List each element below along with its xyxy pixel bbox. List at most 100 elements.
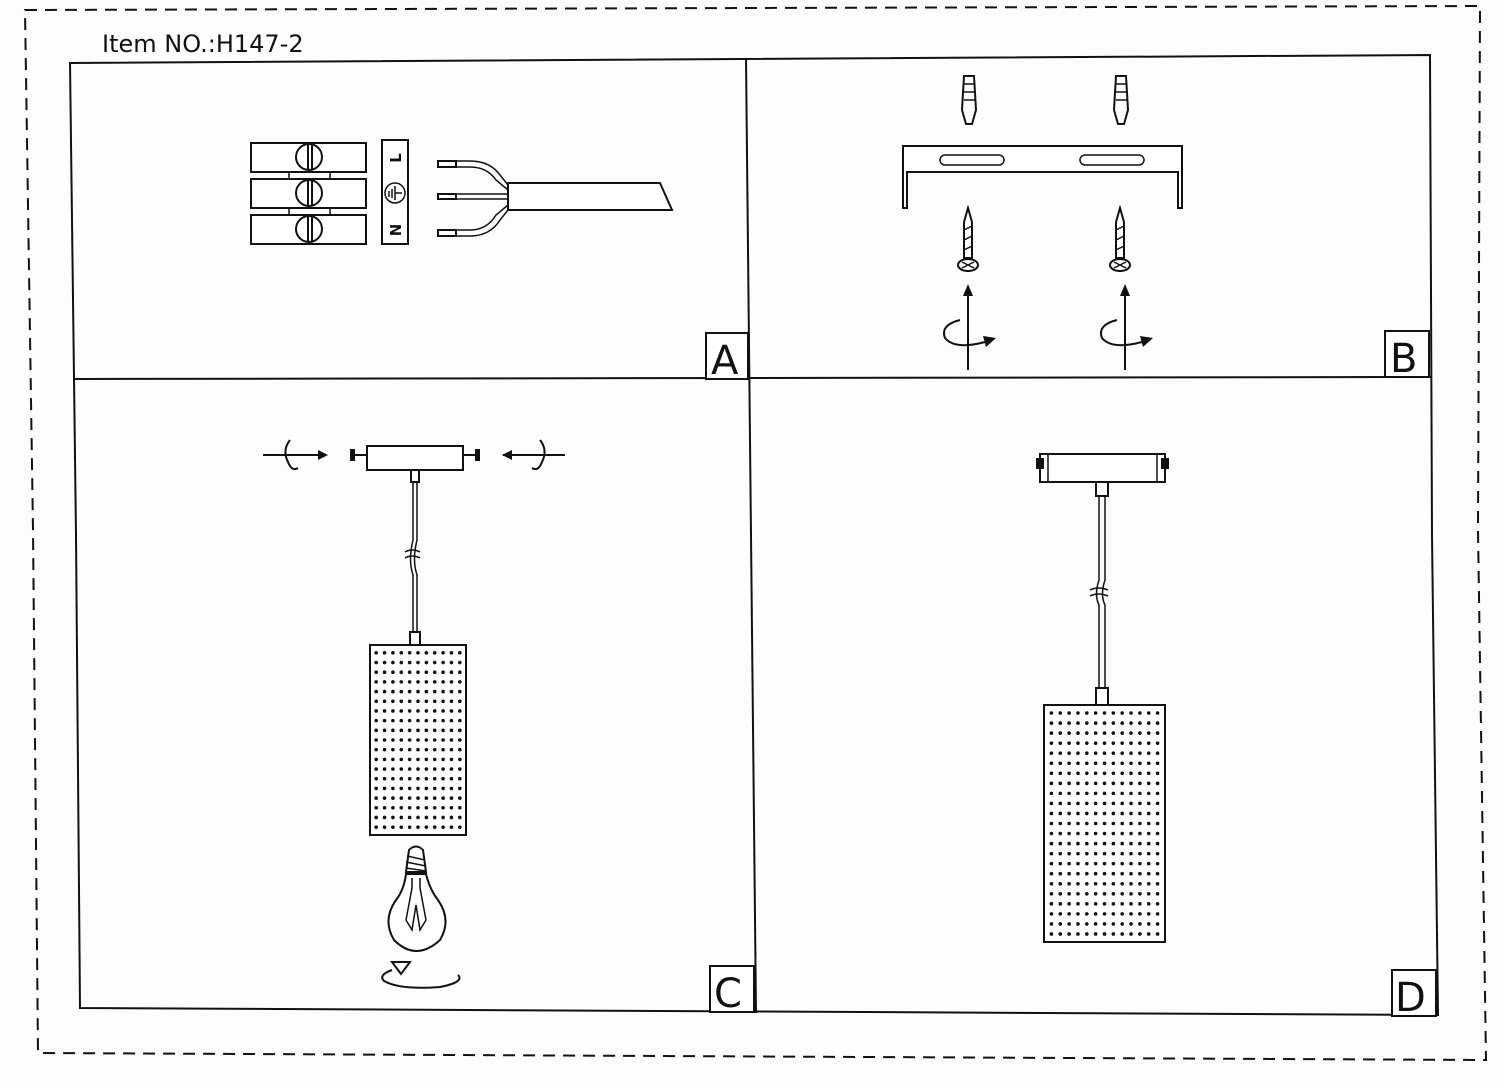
perforation-dot (1049, 761, 1054, 766)
perforation-dot (374, 651, 378, 655)
perforation-dot (1085, 791, 1089, 796)
perforation-dot (432, 699, 437, 704)
perforation-dot (1138, 932, 1142, 936)
perforation-dot (1111, 711, 1116, 715)
perforation-dot (1102, 781, 1107, 786)
perforation-dot (374, 767, 378, 771)
perforation-dot (1093, 751, 1098, 755)
perforation-dot (1049, 861, 1054, 866)
perforation-dot (1120, 861, 1124, 866)
perforation-dot (1146, 922, 1151, 926)
perforation-dot (1049, 871, 1054, 876)
perforation-dot (416, 825, 420, 829)
terminal-block (250, 142, 367, 245)
perforation-dot (1076, 771, 1080, 776)
perforation-dot (1076, 851, 1080, 856)
perforation-dot (1067, 741, 1071, 745)
perforation-dot (424, 796, 429, 800)
perforation-dot (1155, 841, 1160, 846)
perforation-dot (1067, 861, 1071, 866)
svg-text:N: N (387, 224, 405, 237)
perforation-dot (1146, 711, 1151, 715)
perforation-dot (441, 738, 445, 742)
perforation-dot (416, 709, 420, 713)
perforation-dot (1058, 761, 1063, 766)
perforation-dot (374, 796, 378, 800)
perforation-dot (1085, 871, 1089, 876)
perforation-dot (1085, 922, 1089, 926)
perforation-dot (1120, 761, 1124, 766)
perforation-dot (391, 680, 395, 684)
perforation-dot (1049, 841, 1054, 846)
perforation-dot (458, 786, 462, 791)
perforation-dot (1138, 831, 1142, 836)
perforation-dot (1058, 801, 1063, 806)
perforation-dot (441, 786, 445, 791)
perforation-dot (1155, 821, 1160, 826)
perforation-dot (1093, 761, 1098, 766)
perforation-dot (1076, 932, 1080, 936)
perforation-dot (1067, 932, 1071, 936)
perforation-dot (432, 767, 437, 771)
perforation-dot (1049, 751, 1054, 755)
perforation-dot (1111, 881, 1116, 886)
perforation-dot (1076, 881, 1080, 886)
perforation-dot (1049, 741, 1054, 745)
panel-label-b: B (1384, 330, 1430, 382)
perforation-dot (432, 757, 437, 762)
perforation-dot (391, 757, 395, 762)
perforation-dot (1093, 912, 1098, 916)
perforation-dot (374, 689, 378, 694)
perforation-dot (432, 670, 437, 675)
perforation-dot (1049, 801, 1054, 806)
item-number: Item NO.:H147-2 (102, 30, 304, 58)
vertical-divider (745, 57, 757, 1014)
perforation-dot (1058, 781, 1063, 786)
perforation-dot (1120, 821, 1124, 826)
perforation-dot (449, 718, 454, 723)
perforation-dot (1058, 811, 1063, 816)
perforation-dot (1102, 731, 1107, 735)
perforation-dot (1146, 892, 1151, 896)
perforation-dot (399, 728, 404, 733)
perforation-dot (1129, 902, 1133, 906)
perforation-dot (1146, 851, 1151, 856)
perforation-dot (441, 815, 445, 820)
perforation-dot (1067, 801, 1071, 806)
perforation-dot (1120, 711, 1124, 715)
perforation-dot (1049, 851, 1054, 856)
perforation-dot (1138, 791, 1142, 796)
perforation-dot (1067, 811, 1071, 816)
perforation-dot (1067, 721, 1071, 725)
perforation-dot (391, 796, 395, 800)
perforation-dot (382, 680, 387, 684)
perforation-dot (391, 805, 395, 810)
perforation-dot (1129, 791, 1133, 796)
perforation-dot (399, 651, 404, 655)
perforation-dot (374, 805, 378, 810)
perforation-dot (1058, 902, 1063, 906)
perforation-dot (391, 767, 395, 771)
perforation-dot (1049, 731, 1054, 735)
perforation-dot (449, 670, 454, 675)
perforation-dot (1120, 841, 1124, 846)
perforation-dot (1155, 751, 1160, 755)
perforation-dot (1111, 922, 1116, 926)
perforation-dot (1138, 871, 1142, 876)
perforation-dot (449, 728, 454, 733)
perforation-dot (1093, 902, 1098, 906)
perforation-dot (424, 767, 429, 771)
perforation-dot (1076, 831, 1080, 836)
perforation-dot (416, 718, 420, 723)
perforation-dot (1093, 721, 1098, 725)
perforation-dot (382, 796, 387, 800)
perforation-dot (391, 825, 395, 829)
perforation-dot (449, 786, 454, 791)
perforation-dot (1049, 922, 1054, 926)
perforation-dot (432, 738, 437, 742)
perforation-dot (1111, 831, 1116, 836)
perforation-dot (1138, 902, 1142, 906)
perforation-dot (1120, 892, 1124, 896)
perforation-dot (1049, 811, 1054, 816)
perforation-dot (407, 738, 412, 742)
